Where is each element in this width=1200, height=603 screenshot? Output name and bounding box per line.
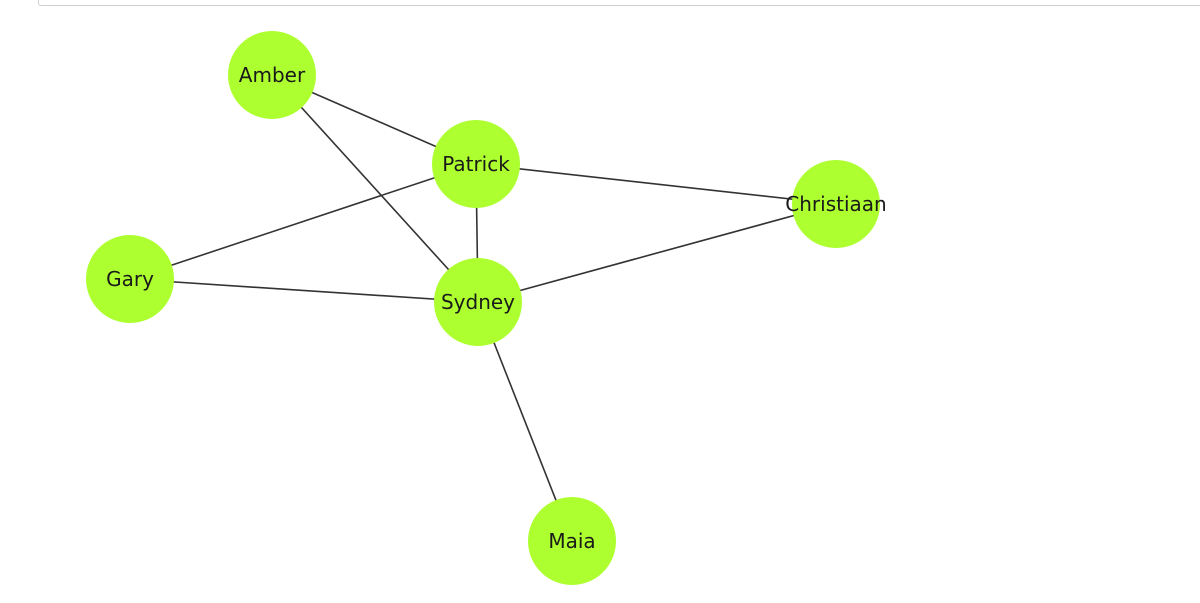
node-label-amber: Amber (239, 63, 306, 87)
node-maia: Maia (528, 497, 616, 585)
node-gary: Gary (86, 235, 174, 323)
node-sydney: Sydney (434, 258, 522, 346)
node-label-sydney: Sydney (441, 290, 515, 314)
node-circle-maia (528, 497, 616, 585)
node-circle-patrick (432, 120, 520, 208)
node-circle-sydney (434, 258, 522, 346)
node-amber: Amber (228, 31, 316, 119)
node-patrick: Patrick (432, 120, 520, 208)
node-circle-gary (86, 235, 174, 323)
edge-patrick-christiaan (475, 163, 837, 205)
node-label-maia: Maia (548, 529, 595, 553)
edge-sydney-christiaan (477, 203, 837, 303)
node-christiaan: Christiaan (785, 160, 887, 248)
output-cell-border (38, 0, 1200, 6)
node-circle-amber (228, 31, 316, 119)
edge-gary-sydney (129, 278, 479, 303)
node-label-patrick: Patrick (442, 152, 510, 176)
node-label-christiaan: Christiaan (785, 192, 886, 216)
edge-patrick-gary (129, 163, 477, 280)
edge-amber-sydney (271, 74, 479, 303)
node-circle-christiaan (792, 160, 880, 248)
node-label-gary: Gary (106, 267, 154, 291)
